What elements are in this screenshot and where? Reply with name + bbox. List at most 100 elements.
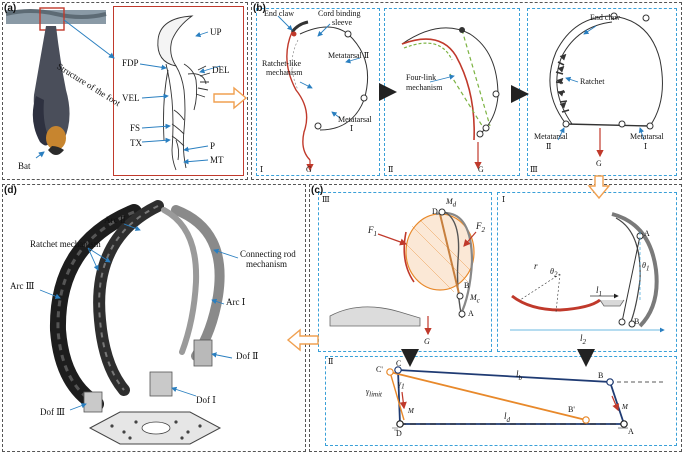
c1-theta1-sub: 1 xyxy=(645,264,650,273)
d-arc-2: Arc Ⅱ xyxy=(104,215,126,225)
c1-l1-sub: 1 xyxy=(598,289,603,298)
c1-l1: l1 xyxy=(596,285,603,298)
c3-a: A xyxy=(468,309,474,318)
b3-metatarsal-1: Metatarsal xyxy=(630,132,664,141)
panel-a-frame xyxy=(2,2,248,180)
b3-stage-num: Ⅲ xyxy=(530,165,538,174)
bat-label: Bat xyxy=(18,161,31,171)
b-stage2-mechanism xyxy=(401,27,500,170)
c3-d: D xyxy=(432,207,438,216)
c1-b: B xyxy=(634,317,640,326)
b3-end-claw: End claw xyxy=(590,13,620,22)
c3-f1-sub: 1 xyxy=(373,229,378,238)
c1-theta2: θ2 xyxy=(550,267,558,279)
b2-stage-num: Ⅱ xyxy=(388,165,394,174)
label-vel: VEL xyxy=(122,93,140,103)
c1-l2: l2 xyxy=(580,333,587,346)
foot-detail-frame xyxy=(113,6,244,176)
d-ratchet-mechanism: Ratchet mechanism xyxy=(30,239,101,249)
d-dof-2: Dof Ⅱ xyxy=(236,351,259,361)
b-stage1-mechanism xyxy=(277,15,369,172)
b1-g: G xyxy=(306,165,312,174)
b1-sleeve: sleeve xyxy=(332,18,352,27)
c2-ld-sub: d xyxy=(506,415,511,424)
arrow-c-to-d xyxy=(286,328,319,352)
label-del: DEL xyxy=(212,65,230,75)
c2-moment-left: M xyxy=(408,407,414,415)
b1-metatarsal-1: Metatarsal xyxy=(338,115,372,124)
panel-c-frame xyxy=(309,184,682,452)
anatomy-pointers xyxy=(139,31,221,165)
arrow-a-to-b xyxy=(213,86,248,110)
b1-metatarsal-2: Metatarsal Ⅱ xyxy=(328,51,370,60)
d-connecting-rod: Connecting rod xyxy=(240,249,296,259)
b1-cord-binding: Cord binding xyxy=(318,9,361,18)
arrow-b-to-c xyxy=(587,175,611,200)
b-stage3-mechanism xyxy=(549,12,663,158)
panel-c-tag: (c) xyxy=(311,185,324,196)
c3-f2-sub: 2 xyxy=(481,225,486,234)
panel-c-stage-2 xyxy=(325,356,677,446)
c2-gamma1-sub: 1 xyxy=(401,382,405,391)
c1-stage-num: Ⅰ xyxy=(502,195,506,204)
bat-photo xyxy=(5,7,115,155)
panel-a-tag: (a) xyxy=(4,3,17,14)
c2-d: D xyxy=(396,429,402,438)
c2-lb-sub: b xyxy=(518,373,523,382)
d-pointers xyxy=(39,223,239,411)
label-fdp: FDP xyxy=(122,58,139,68)
c2-b-prime: B' xyxy=(568,405,575,414)
panel-d-frame xyxy=(2,184,306,452)
d-connecting-mechanism: mechanism xyxy=(246,259,287,269)
b1-ratchet-like: Ratchet-like xyxy=(262,59,302,68)
c1-theta1: θ1 xyxy=(642,261,650,273)
c1-theta2-sub: 2 xyxy=(553,270,558,279)
label-fs: FS xyxy=(130,123,141,133)
panel-b-tag: (b) xyxy=(253,3,266,14)
c-stage3-drawing xyxy=(329,208,477,336)
label-mt: MT xyxy=(210,155,224,165)
panel-b-frame xyxy=(251,2,682,180)
c2-gamma1: γ1 xyxy=(398,379,405,391)
c-stage1-drawing xyxy=(510,212,665,333)
c1-a: A xyxy=(644,229,650,238)
b3-g: G xyxy=(596,159,602,168)
c2-ld: ld xyxy=(504,411,511,424)
c3-g: G xyxy=(424,337,430,346)
d-dof-3: Dof Ⅲ xyxy=(40,407,65,417)
c2-gamma-limit: γlimit xyxy=(366,387,382,399)
panel-d-tag: (d) xyxy=(4,185,17,196)
b2-mechanism: mechanism xyxy=(406,83,443,92)
b2-four-link: Four-link xyxy=(406,73,437,82)
d-arc-1: Arc Ⅰ xyxy=(226,297,246,307)
c2-gamma-limit-sub: limit xyxy=(369,390,382,399)
d-gripper-model xyxy=(49,200,225,445)
c3-md: Md xyxy=(446,197,457,209)
c2-a: A xyxy=(628,427,634,436)
c1-l2-sub: 2 xyxy=(582,337,587,346)
b1-mechanism: mechanism xyxy=(266,68,303,77)
b1-end-claw: End claw xyxy=(264,9,294,18)
c2-b: B xyxy=(598,371,604,380)
c1-r: r xyxy=(534,261,538,271)
c3-b: B xyxy=(464,281,470,290)
label-tx: TX xyxy=(130,138,142,148)
d-arc-3: Arc Ⅲ xyxy=(10,281,35,291)
b3-metatarsal-2-num: Ⅱ xyxy=(546,142,552,151)
c2-c: C xyxy=(396,359,402,368)
c3-stage-num: Ⅲ xyxy=(322,195,330,204)
c3-f1: F1 xyxy=(368,225,378,238)
c2-stage-num: Ⅱ xyxy=(328,357,334,366)
c3-mc: Mc xyxy=(470,293,480,305)
c2-c-prime: C' xyxy=(376,365,383,374)
d-dof-1: Dof Ⅰ xyxy=(196,395,216,405)
c3-mc-sub: c xyxy=(476,296,480,305)
b3-metatarsal-2: Metatarsal xyxy=(534,132,568,141)
c2-moment-right: M xyxy=(622,403,628,411)
label-p: P xyxy=(210,141,216,151)
c3-md-sub: d xyxy=(452,200,457,209)
b1-stage-num: Ⅰ xyxy=(260,165,264,174)
label-up: UP xyxy=(210,27,222,37)
b3-metatarsal-1-num: Ⅰ xyxy=(644,142,648,151)
